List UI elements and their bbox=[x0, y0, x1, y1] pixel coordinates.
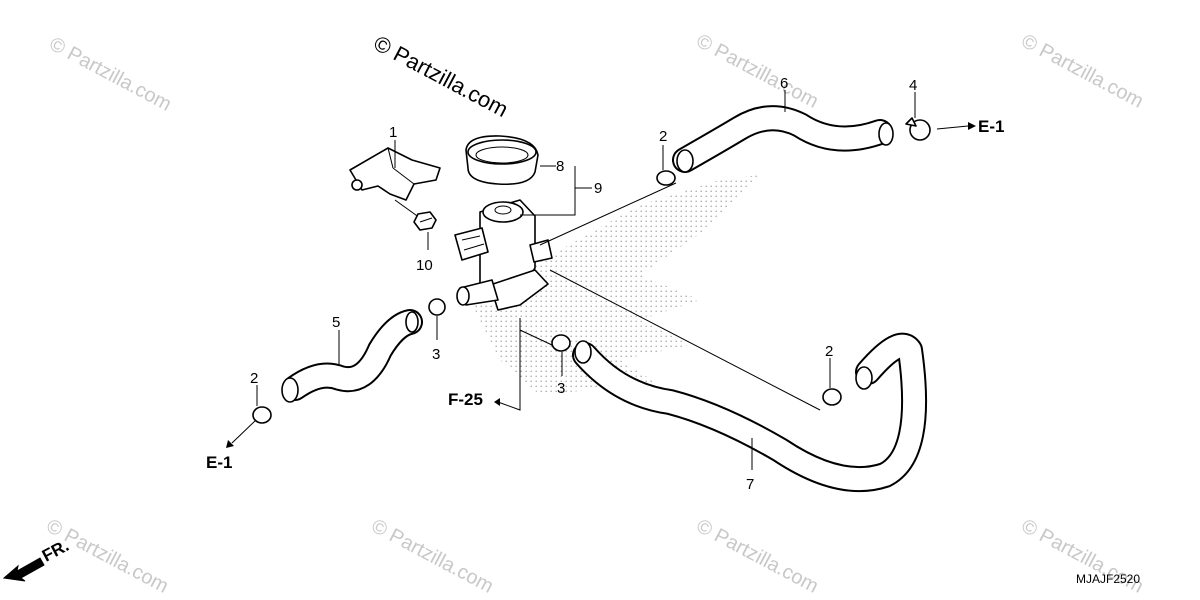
clamp-2-upper[interactable] bbox=[656, 170, 676, 186]
clamp-3-center[interactable] bbox=[551, 334, 571, 352]
ref-f25-label: F-25 bbox=[448, 390, 483, 409]
clamp-2-left[interactable] bbox=[252, 406, 272, 424]
front-direction-arrow: FR. bbox=[2, 536, 72, 582]
clamp-4[interactable] bbox=[905, 117, 931, 141]
callout-10: 10 bbox=[416, 257, 433, 274]
callout-2-upper: 2 bbox=[659, 128, 667, 145]
clamp-3-left[interactable] bbox=[428, 298, 446, 316]
hose-lower-part[interactable] bbox=[572, 332, 928, 493]
bolt-part[interactable] bbox=[394, 199, 437, 231]
reference-f25[interactable]: F-25 bbox=[448, 390, 500, 409]
callout-8: 8 bbox=[556, 158, 564, 175]
callout-2-right: 2 bbox=[825, 343, 833, 360]
callout-7: 7 bbox=[746, 476, 754, 493]
rubber-mount-part[interactable] bbox=[465, 135, 539, 186]
callout-6: 6 bbox=[780, 75, 788, 92]
bracket-part[interactable] bbox=[349, 147, 441, 201]
air-injection-valve-part[interactable] bbox=[454, 199, 553, 311]
ref-e1-top-label: E-1 bbox=[978, 117, 1004, 136]
clamp-2-right[interactable] bbox=[822, 388, 842, 406]
callout-labels: 1 2 2 2 3 3 4 5 6 7 8 9 10 bbox=[250, 75, 917, 493]
watermark-tile: © Partzilla.com bbox=[1018, 30, 1147, 113]
callout-2-left: 2 bbox=[250, 370, 258, 387]
watermark-tile: © Partzilla.com bbox=[693, 30, 822, 113]
leader-lines bbox=[256, 90, 916, 470]
watermark-tile: © Partzilla.com bbox=[693, 515, 822, 598]
reference-e1-bottom[interactable]: E-1 bbox=[206, 419, 257, 472]
arrow-left-icon bbox=[2, 557, 45, 582]
hose-left-part[interactable] bbox=[281, 309, 423, 403]
watermark-tile: © Partzilla.com bbox=[368, 515, 497, 598]
callout-4: 4 bbox=[909, 77, 917, 94]
callout-3-left: 3 bbox=[432, 346, 440, 363]
partzilla-watermark: © Partzilla.com bbox=[370, 30, 513, 122]
watermark-tile: © Partzilla.com bbox=[46, 33, 175, 116]
callout-9: 9 bbox=[594, 180, 602, 197]
reference-e1-top[interactable]: E-1 bbox=[936, 117, 1004, 136]
callout-5: 5 bbox=[332, 314, 340, 331]
ref-e1-bottom-label: E-1 bbox=[206, 453, 232, 472]
callout-3-center: 3 bbox=[557, 380, 565, 397]
hose-upper-part[interactable] bbox=[672, 105, 894, 173]
callout-1: 1 bbox=[389, 124, 397, 141]
diagram-code: MJAJF2520 bbox=[1076, 572, 1140, 586]
